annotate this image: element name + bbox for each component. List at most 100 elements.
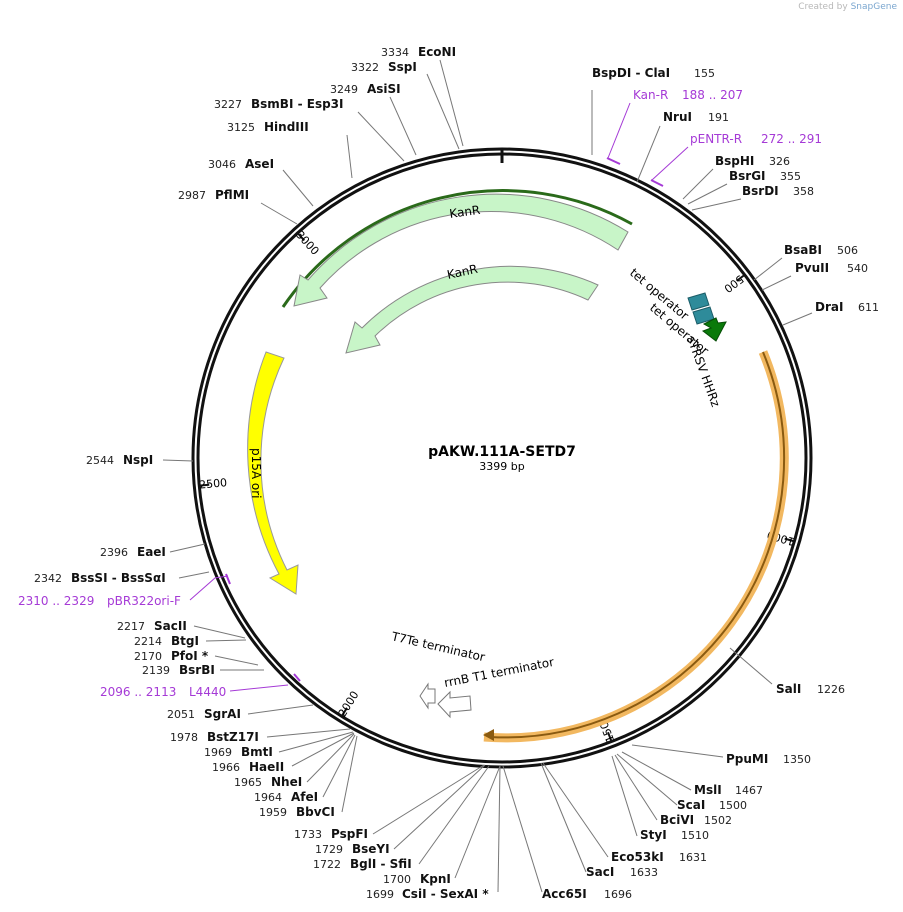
enzyme-name[interactable]: BseYI — [352, 842, 390, 856]
enzyme-name[interactable]: BglI - SfiI — [350, 857, 412, 871]
p15a-ori-arrow[interactable] — [247, 351, 299, 595]
enzyme-name[interactable]: BtgI — [171, 634, 199, 648]
enzyme-pos: 2051 — [167, 708, 195, 721]
orange-feature-halo — [483, 350, 789, 743]
enzyme-name[interactable]: StyI — [640, 828, 667, 842]
enzyme-pos: 2139 — [142, 664, 170, 677]
enzyme-pos: 2170 — [134, 650, 162, 663]
enzyme-pos: 2214 — [134, 635, 162, 648]
primer-leader-lines — [189, 102, 689, 692]
enzyme-pos: 1733 — [294, 828, 322, 841]
enzyme-leader-lines — [162, 59, 813, 893]
enzyme-name[interactable]: SgrAI — [204, 707, 241, 721]
enzyme-name[interactable]: BmtI — [241, 745, 273, 759]
enzyme-name[interactable]: PspFI — [331, 827, 368, 841]
enzyme-name[interactable]: BbvCI — [296, 805, 335, 819]
enzyme-name[interactable]: NruI — [663, 110, 692, 124]
enzyme-name[interactable]: Acc65I — [542, 887, 587, 901]
enzyme-pos: 1699 — [366, 888, 394, 901]
l4440-primer-mark — [293, 673, 301, 682]
enzyme-name[interactable]: PfoI * — [171, 649, 209, 663]
enzyme-pos: 1633 — [630, 866, 658, 879]
rrnb-terminator-arrow[interactable] — [437, 690, 472, 719]
enzyme-name[interactable]: MslI — [694, 783, 722, 797]
enzyme-name[interactable]: NspI — [123, 453, 153, 467]
kanr-inner-label: KanR — [446, 262, 479, 282]
pbr322ori-f-primer-mark — [225, 573, 231, 585]
tet-operator-box-1[interactable] — [687, 292, 710, 311]
enzyme-name[interactable]: BssSI - BssSαI — [71, 571, 166, 585]
tick-label: 2500 — [199, 476, 228, 491]
enzyme-name[interactable]: BsrDI — [742, 184, 779, 198]
enzyme-name[interactable]: CsiI - SexAI * — [402, 887, 489, 901]
enzyme-pos: 1502 — [704, 814, 732, 827]
enzyme-name[interactable]: BsaBI — [784, 243, 822, 257]
enzyme-pos: 1959 — [259, 806, 287, 819]
plasmid-length: 3399 bp — [479, 460, 524, 473]
enzyme-labels: 3334 EcoNI 3322 SspI 3249 AsiSI 3227 Bsm… — [34, 45, 879, 901]
enzyme-name[interactable]: ScaI — [677, 798, 705, 812]
enzyme-name[interactable]: PflMI — [215, 188, 249, 202]
enzyme-name[interactable]: AseI — [245, 157, 274, 171]
primer-name-pbr322ori-f[interactable]: pBR322ori-F — [107, 594, 181, 608]
primer-range-l4440: 2096 .. 2113 — [100, 685, 176, 699]
enzyme-pos: 1969 — [204, 746, 232, 759]
t7te-terminator-label: T7Te terminator — [389, 629, 486, 664]
enzyme-name[interactable]: NheI — [271, 775, 302, 789]
enzyme-pos: 1226 — [817, 683, 845, 696]
tick-mark — [736, 274, 746, 282]
enzyme-name[interactable]: Eco53kI — [611, 850, 664, 864]
tick-label: 3000 — [293, 228, 321, 257]
enzyme-name[interactable]: BstZ17I — [207, 730, 259, 744]
enzyme-name[interactable]: BsmBI - Esp3I — [251, 97, 343, 111]
enzyme-name[interactable]: EcoNI — [418, 45, 456, 59]
enzyme-name[interactable]: HaeII — [249, 760, 284, 774]
enzyme-name[interactable]: SalI — [776, 682, 801, 696]
enzyme-pos: 1729 — [315, 843, 343, 856]
enzyme-pos: 326 — [769, 155, 790, 168]
primer-name-l4440[interactable]: L4440 — [189, 685, 226, 699]
enzyme-name[interactable]: AfeI — [291, 790, 318, 804]
enzyme-name[interactable]: BspHI — [715, 154, 754, 168]
enzyme-pos: 2217 — [117, 620, 145, 633]
enzyme-pos: 1696 — [604, 888, 632, 901]
enzyme-pos: 1350 — [783, 753, 811, 766]
enzyme-pos: 540 — [847, 262, 868, 275]
kan-r-primer-mark — [606, 157, 621, 165]
enzyme-pos: 191 — [708, 111, 729, 124]
enzyme-pos: 2987 — [178, 189, 206, 202]
enzyme-name[interactable]: PpuMI — [726, 752, 768, 766]
enzyme-pos: 3125 — [227, 121, 255, 134]
credit-prefix: Created by — [798, 2, 848, 12]
enzyme-name[interactable]: EaeI — [137, 545, 166, 559]
snapgene-brand: SnapGene — [850, 2, 897, 12]
rrnb-terminator-label: rrnB T1 terminator — [443, 655, 555, 690]
primer-name-kan-r[interactable]: Kan-R — [633, 88, 668, 102]
enzyme-name[interactable]: BciVI — [660, 813, 694, 827]
kanr-outer-arrow[interactable] — [293, 193, 629, 307]
enzyme-name[interactable]: AsiSI — [367, 82, 401, 96]
orange-feature-arc[interactable] — [489, 351, 786, 739]
t7te-terminator-arrow[interactable] — [419, 682, 436, 710]
enzyme-name[interactable]: PvuII — [795, 261, 829, 275]
enzyme-name[interactable]: BsrBI — [179, 663, 215, 677]
enzyme-name[interactable]: KpnI — [420, 872, 451, 886]
strsv-hhrz-arrow[interactable] — [701, 317, 727, 342]
enzyme-name[interactable]: DraI — [815, 300, 843, 314]
primer-range-pbr322ori-f: 2310 .. 2329 — [18, 594, 94, 608]
primer-range-kan-r: 188 .. 207 — [682, 88, 743, 102]
enzyme-name[interactable]: BspDI - ClaI — [592, 66, 670, 80]
primer-labels: Kan-R 188 .. 207 pENTR-R 272 .. 291 2310… — [18, 88, 822, 699]
tick-mark — [199, 483, 210, 487]
enzyme-name[interactable]: SspI — [388, 60, 417, 74]
kanr-outer-label: KanR — [448, 203, 481, 221]
enzyme-pos: 611 — [858, 301, 879, 314]
primer-name-pentr-r[interactable]: pENTR-R — [690, 132, 742, 146]
enzyme-pos: 1631 — [679, 851, 707, 864]
enzyme-name[interactable]: SacI — [586, 865, 614, 879]
enzyme-pos: 1964 — [254, 791, 282, 804]
enzyme-name[interactable]: SacII — [154, 619, 187, 633]
enzyme-name[interactable]: HindIII — [264, 120, 309, 134]
enzyme-name[interactable]: BsrGI — [729, 169, 766, 183]
kanr-inner-arrow[interactable] — [345, 265, 599, 354]
